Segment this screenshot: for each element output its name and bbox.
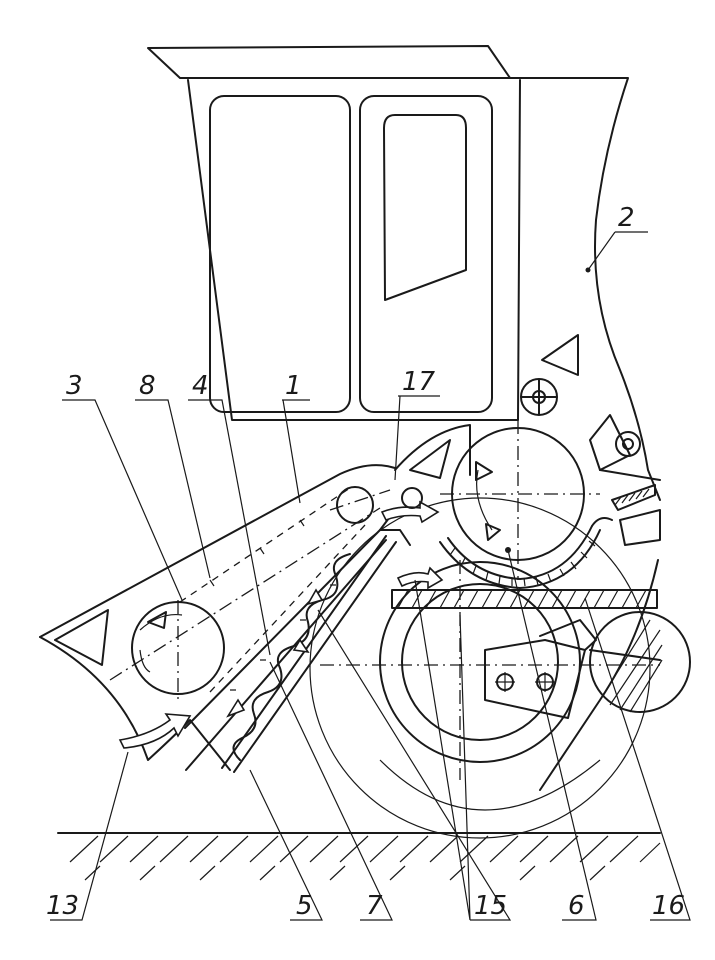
auger-shaft-2 [233, 541, 397, 773]
leader-16 [584, 597, 691, 921]
leader-7 [269, 661, 393, 921]
callout-4: 4 [192, 371, 209, 401]
callout-3: 3 [66, 371, 83, 401]
wheel-track-circle [309, 497, 651, 839]
return-arrow-icon [396, 566, 444, 590]
small-roller [401, 487, 423, 509]
rear-wheel [589, 611, 691, 713]
callout-5: 5 [296, 891, 313, 921]
cab-body [187, 79, 521, 421]
fan-unit [520, 334, 579, 416]
callout-8: 8 [139, 371, 156, 401]
cab-door-glass [383, 114, 467, 301]
flow-arrows [118, 487, 444, 749]
leader-lines [50, 231, 691, 921]
callouts: 1 2 3 4 5 6 7 8 13 15 16 17 [46, 203, 685, 921]
feeder-top-edge [39, 464, 396, 638]
feeder-drum [109, 507, 381, 700]
feeder-lower-edge [39, 636, 231, 771]
leader-2 [587, 231, 648, 271]
leader-8 [135, 399, 211, 579]
cab-roof [147, 45, 511, 79]
callout-1: 1 [285, 371, 302, 401]
intake-arrow-icon [118, 713, 192, 749]
cab-window-left [209, 95, 351, 413]
auger-flight [232, 553, 351, 761]
leader-13 [50, 751, 129, 921]
leader-17 [394, 395, 440, 481]
leader-1 [282, 399, 310, 504]
callout-15: 15 [474, 891, 507, 921]
gearbox [484, 619, 597, 719]
body-outline [509, 77, 661, 501]
threshing-drum [439, 420, 613, 589]
feeder-chain [179, 487, 366, 693]
callout-13: 13 [46, 891, 79, 921]
feed-arrow-icon [380, 500, 440, 524]
feeder-throat [394, 424, 471, 476]
sieve-mechanism [589, 414, 661, 546]
feeder-upper-drum [329, 486, 391, 524]
callout-16: 16 [652, 891, 685, 921]
cab [147, 45, 521, 421]
concave-inner [447, 525, 593, 580]
leader-6 [507, 549, 597, 921]
feeder-front-arrow-icon [54, 609, 109, 666]
leader-5 [249, 769, 323, 921]
callout-6: 6 [568, 891, 585, 921]
cab-window-right [359, 95, 493, 413]
separator-auger [185, 529, 411, 773]
callout-17: 17 [402, 367, 436, 397]
ground [57, 832, 661, 881]
leader-4 [188, 399, 271, 656]
callout-2: 2 [618, 203, 635, 233]
callout-7: 7 [366, 891, 383, 921]
leader-15 [317, 579, 512, 921]
drive-wheel [309, 497, 660, 839]
leader-3 [62, 399, 183, 601]
fan-arrow-icon [541, 334, 579, 376]
feeder-bottom-edge [184, 509, 396, 729]
